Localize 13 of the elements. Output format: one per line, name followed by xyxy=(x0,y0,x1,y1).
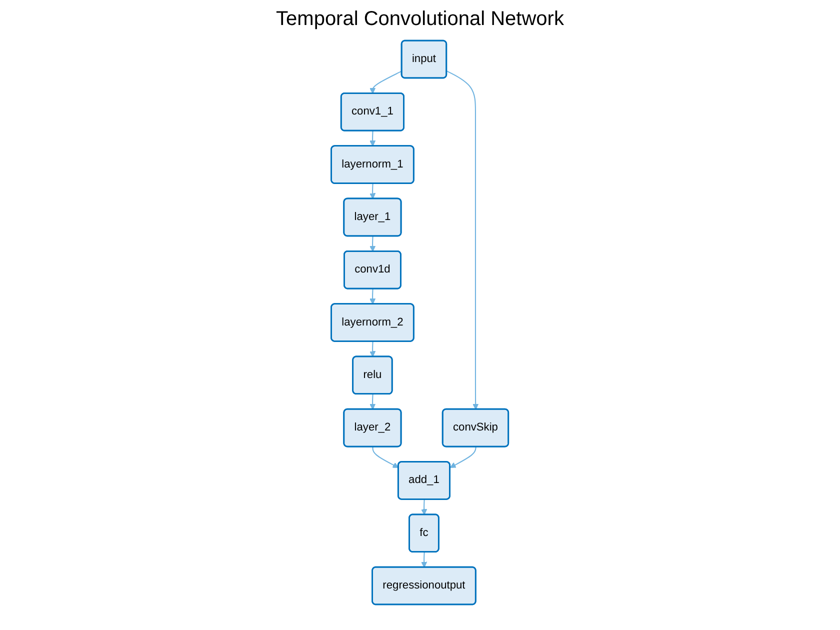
arrow xyxy=(370,70,402,94)
chart-title: Temporal Convolutional Network xyxy=(275,8,565,31)
arrow xyxy=(370,342,376,358)
arrow xyxy=(370,236,376,252)
arrow xyxy=(421,499,428,516)
arrow xyxy=(370,184,376,200)
arrow xyxy=(421,552,428,568)
arrow xyxy=(446,70,479,410)
arrow xyxy=(370,394,376,410)
arrow xyxy=(372,446,399,468)
arrow xyxy=(450,446,477,468)
arrow xyxy=(370,130,376,146)
arrow xyxy=(370,288,376,304)
